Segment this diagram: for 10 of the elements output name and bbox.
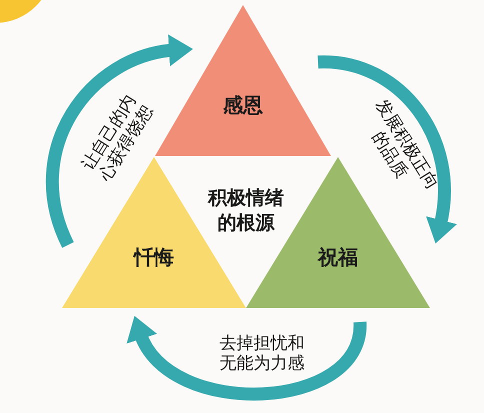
edge-label: 发展积极正向的品质 [366, 96, 442, 196]
node-label: 忏悔 [134, 247, 174, 267]
center-label: 积极情绪的根源 [208, 186, 284, 236]
edge-label: 去掉担忧和无能为力感 [220, 334, 304, 374]
curved-arrow [46, 35, 193, 248]
edge-label: 让自己的内心获得饶恕 [78, 91, 158, 185]
node-label: 感恩 [223, 95, 263, 115]
node-label: 祝福 [318, 247, 358, 267]
curved-arrow [128, 317, 366, 400]
curved-arrow [318, 56, 457, 244]
